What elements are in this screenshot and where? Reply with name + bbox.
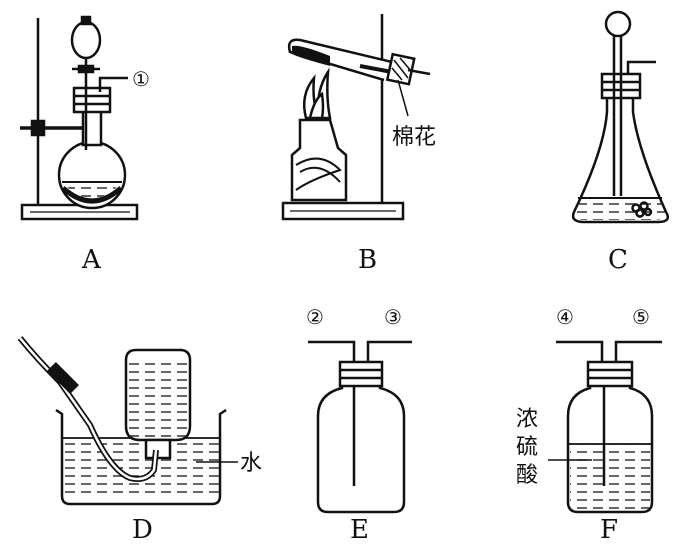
stopper-f bbox=[586, 360, 634, 388]
flame-b bbox=[303, 67, 332, 120]
tubes-e bbox=[308, 340, 412, 486]
label-c: C bbox=[608, 245, 628, 275]
stopper-a bbox=[72, 86, 112, 114]
cotton-plug-b bbox=[385, 52, 431, 86]
test-tube-b bbox=[287, 38, 393, 82]
label-f: F bbox=[600, 515, 618, 545]
delivery-tube-d bbox=[17, 336, 159, 482]
label-b: B bbox=[358, 245, 377, 275]
separatory-funnel-a bbox=[70, 15, 102, 150]
collecting-bottle-d bbox=[124, 348, 192, 460]
port-label-3: ③ bbox=[384, 305, 402, 329]
label-e: E bbox=[350, 515, 369, 545]
apparatus-b bbox=[281, 14, 431, 221]
tubes-f bbox=[556, 340, 662, 486]
water-label: 水 bbox=[240, 451, 262, 476]
cotton-label: 棉花 bbox=[392, 125, 436, 150]
port-label-1: ① bbox=[132, 67, 150, 91]
port-label-4: ④ bbox=[556, 305, 574, 329]
apparatus-f bbox=[548, 340, 662, 514]
acid-label-2: 硫 bbox=[516, 435, 538, 460]
alcohol-lamp-b bbox=[290, 118, 348, 202]
acid-label-1: 浓 bbox=[516, 407, 538, 432]
apparatus-a bbox=[20, 15, 139, 221]
acid-label-3: 酸 bbox=[516, 463, 538, 488]
delivery-tube-c bbox=[626, 60, 656, 74]
iron-stand-a bbox=[20, 18, 139, 221]
label-a: A bbox=[81, 245, 102, 275]
port-label-5: ⑤ bbox=[632, 305, 650, 329]
iron-stand-b bbox=[281, 14, 405, 221]
apparatus-c bbox=[571, 10, 669, 224]
label-d: D bbox=[132, 515, 153, 545]
trough-d bbox=[55, 408, 227, 506]
stopper-e bbox=[338, 360, 384, 388]
long-neck-funnel-c bbox=[604, 10, 632, 196]
apparatus-d bbox=[17, 336, 238, 506]
apparatus-e bbox=[308, 340, 412, 514]
wash-bottle-f bbox=[566, 382, 654, 514]
round-bottom-flask-a bbox=[57, 108, 127, 210]
port-label-2: ② bbox=[306, 305, 324, 329]
wash-bottle-e bbox=[316, 382, 406, 514]
delivery-tube-a bbox=[98, 76, 128, 92]
cotton-pointer-b bbox=[397, 79, 409, 117]
